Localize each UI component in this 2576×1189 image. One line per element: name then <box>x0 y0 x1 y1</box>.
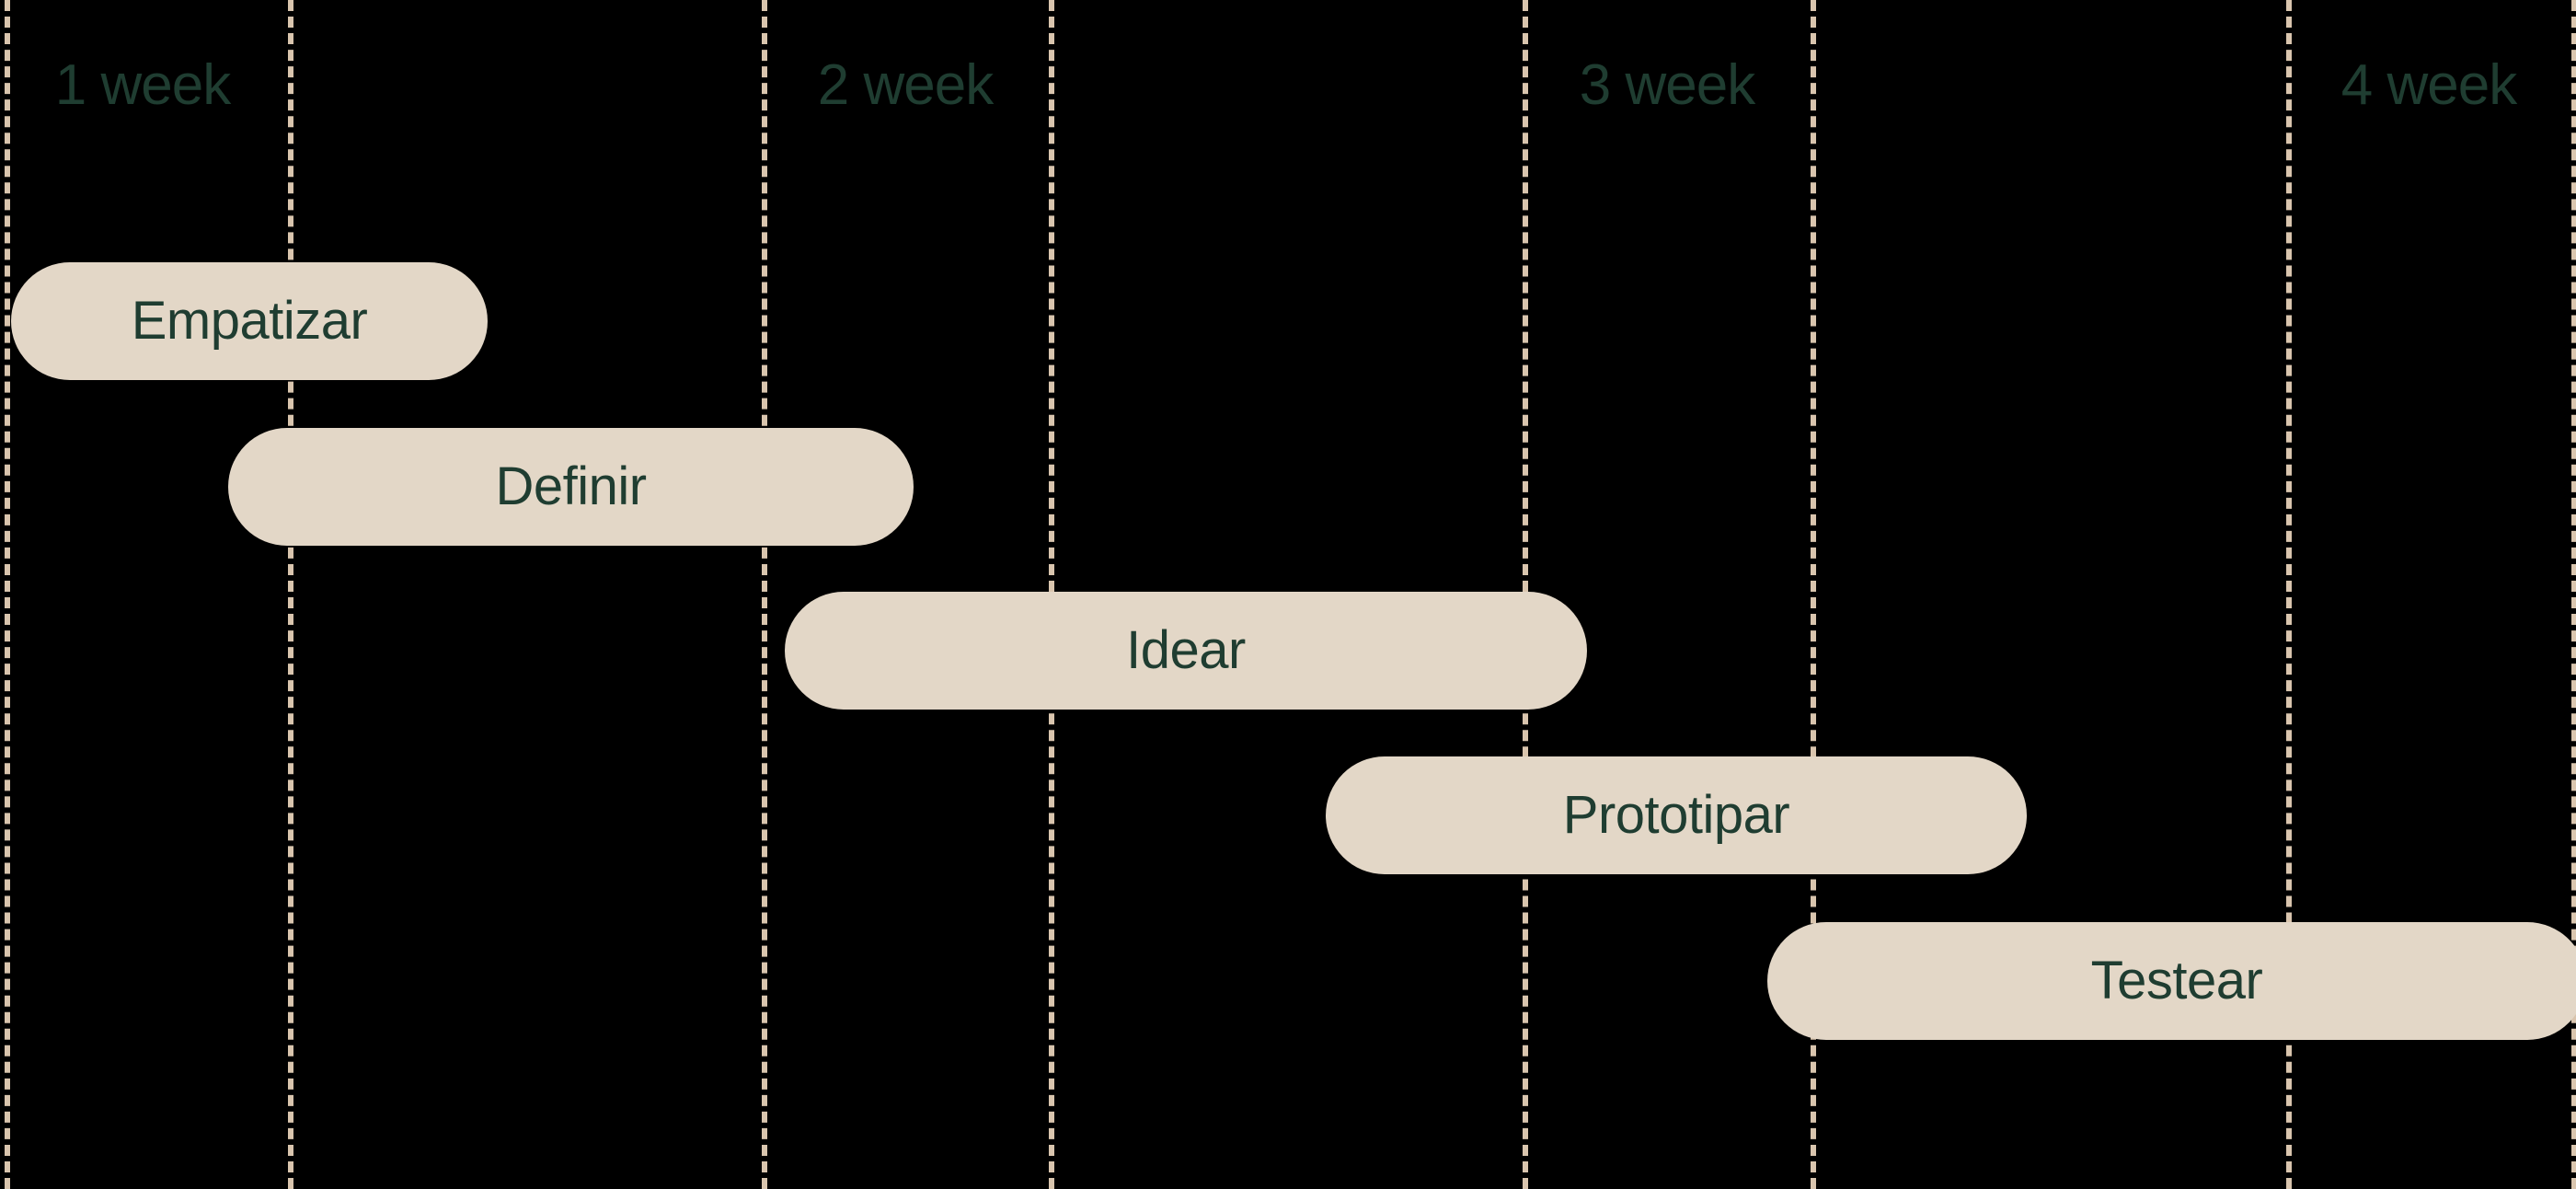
week-label-3: 3 week <box>1579 53 1755 117</box>
week-label-4: 4 week <box>2340 53 2517 117</box>
task-bar-empatizar[interactable]: Empatizar <box>11 262 488 380</box>
task-bar-idear[interactable]: Idear <box>785 592 1587 710</box>
task-bar-label: Idear <box>1126 620 1246 680</box>
task-bar-label: Empatizar <box>131 291 368 351</box>
task-bar-label: Testear <box>2090 951 2263 1010</box>
task-bar-definir[interactable]: Definir <box>228 428 914 546</box>
task-bar-label: Prototipar <box>1562 785 1790 845</box>
task-bar-prototipar[interactable]: Prototipar <box>1326 756 2027 874</box>
week-label-2: 2 week <box>817 53 994 117</box>
week-axis: 1 week 2 week 3 week 4 week <box>0 0 2576 147</box>
week-label-1: 1 week <box>54 53 231 117</box>
task-bar-testear[interactable]: Testear <box>1767 922 2576 1040</box>
task-bar-label: Definir <box>495 456 647 516</box>
